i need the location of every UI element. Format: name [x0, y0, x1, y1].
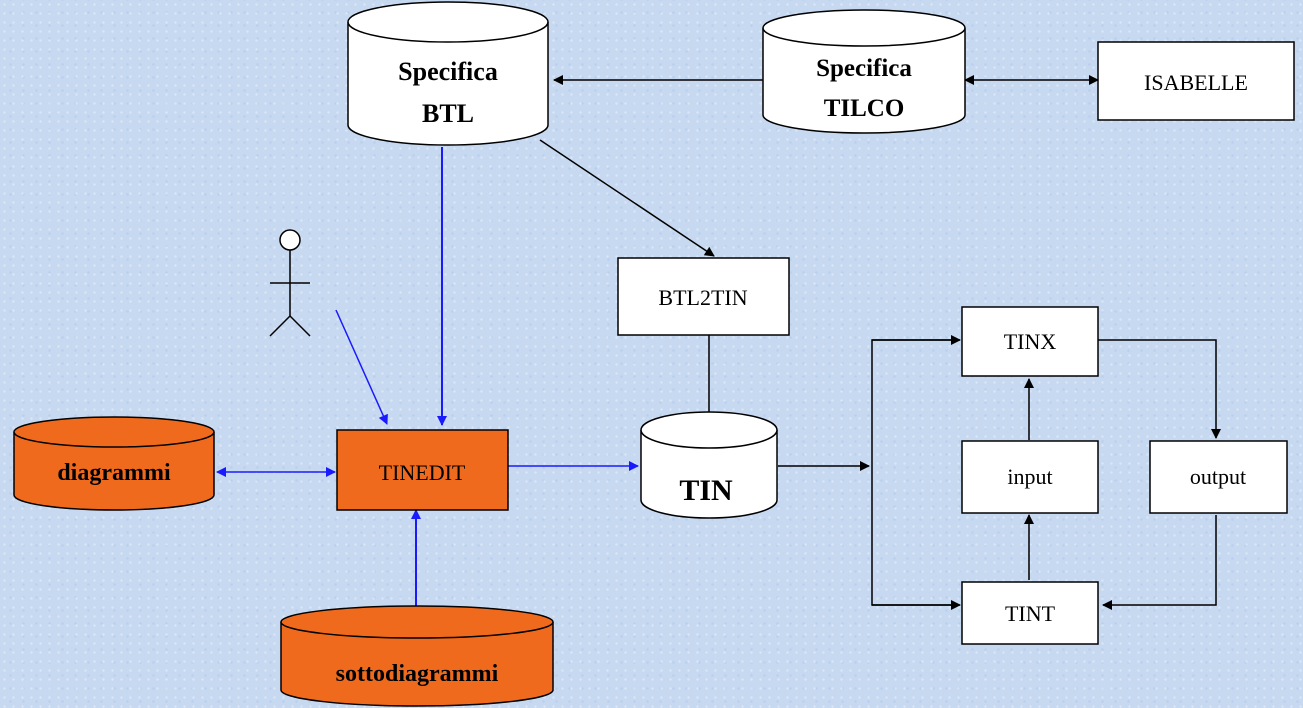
- tinedit-label: TINEDIT: [379, 460, 466, 485]
- output-label: output: [1190, 464, 1246, 489]
- edge-junction-bar: [871, 339, 958, 606]
- edge-output-to-tint: [1102, 515, 1217, 610]
- specifica-btl-database: Specifica BTL: [347, 1, 549, 146]
- diagrammi-label: diagrammi: [57, 460, 171, 486]
- edge-actor-to-tinedit: [335, 309, 388, 425]
- specifica-btl-line1: Specifica: [398, 57, 498, 86]
- specifica-tilco-line2: TILCO: [824, 95, 905, 122]
- specifica-tilco-database: Specifica TILCO: [762, 9, 966, 134]
- input-box: input: [961, 440, 1099, 514]
- isabelle-label: ISABELLE: [1144, 70, 1248, 95]
- user-actor-icon: [269, 229, 311, 337]
- output-box: output: [1149, 440, 1288, 514]
- sottodiagrammi-database: sottodiagrammi: [280, 605, 554, 707]
- specifica-btl-line2: BTL: [422, 99, 474, 128]
- tinedit-box: TINEDIT: [336, 429, 509, 511]
- btl2tin-box: BTL2TIN: [617, 257, 790, 336]
- edges: [216, 75, 1221, 616]
- tinx-label: TINX: [1004, 329, 1057, 354]
- tint-box: TINT: [961, 581, 1099, 645]
- diagrammi-database: diagrammi: [13, 416, 215, 511]
- specifica-tilco-line1: Specifica: [816, 55, 912, 82]
- tint-label: TINT: [1005, 601, 1056, 626]
- edge-btl-to-btl2tin: [539, 139, 715, 257]
- isabelle-box: ISABELLE: [1097, 41, 1295, 121]
- tinx-box: TINX: [961, 306, 1099, 377]
- edge-tinx-to-output: [1098, 339, 1221, 439]
- tin-database: TIN: [640, 411, 778, 519]
- tin-label: TIN: [679, 474, 733, 507]
- sottodiagrammi-label: sottodiagrammi: [336, 661, 499, 687]
- input-label: input: [1007, 464, 1052, 489]
- btl2tin-label: BTL2TIN: [658, 285, 747, 310]
